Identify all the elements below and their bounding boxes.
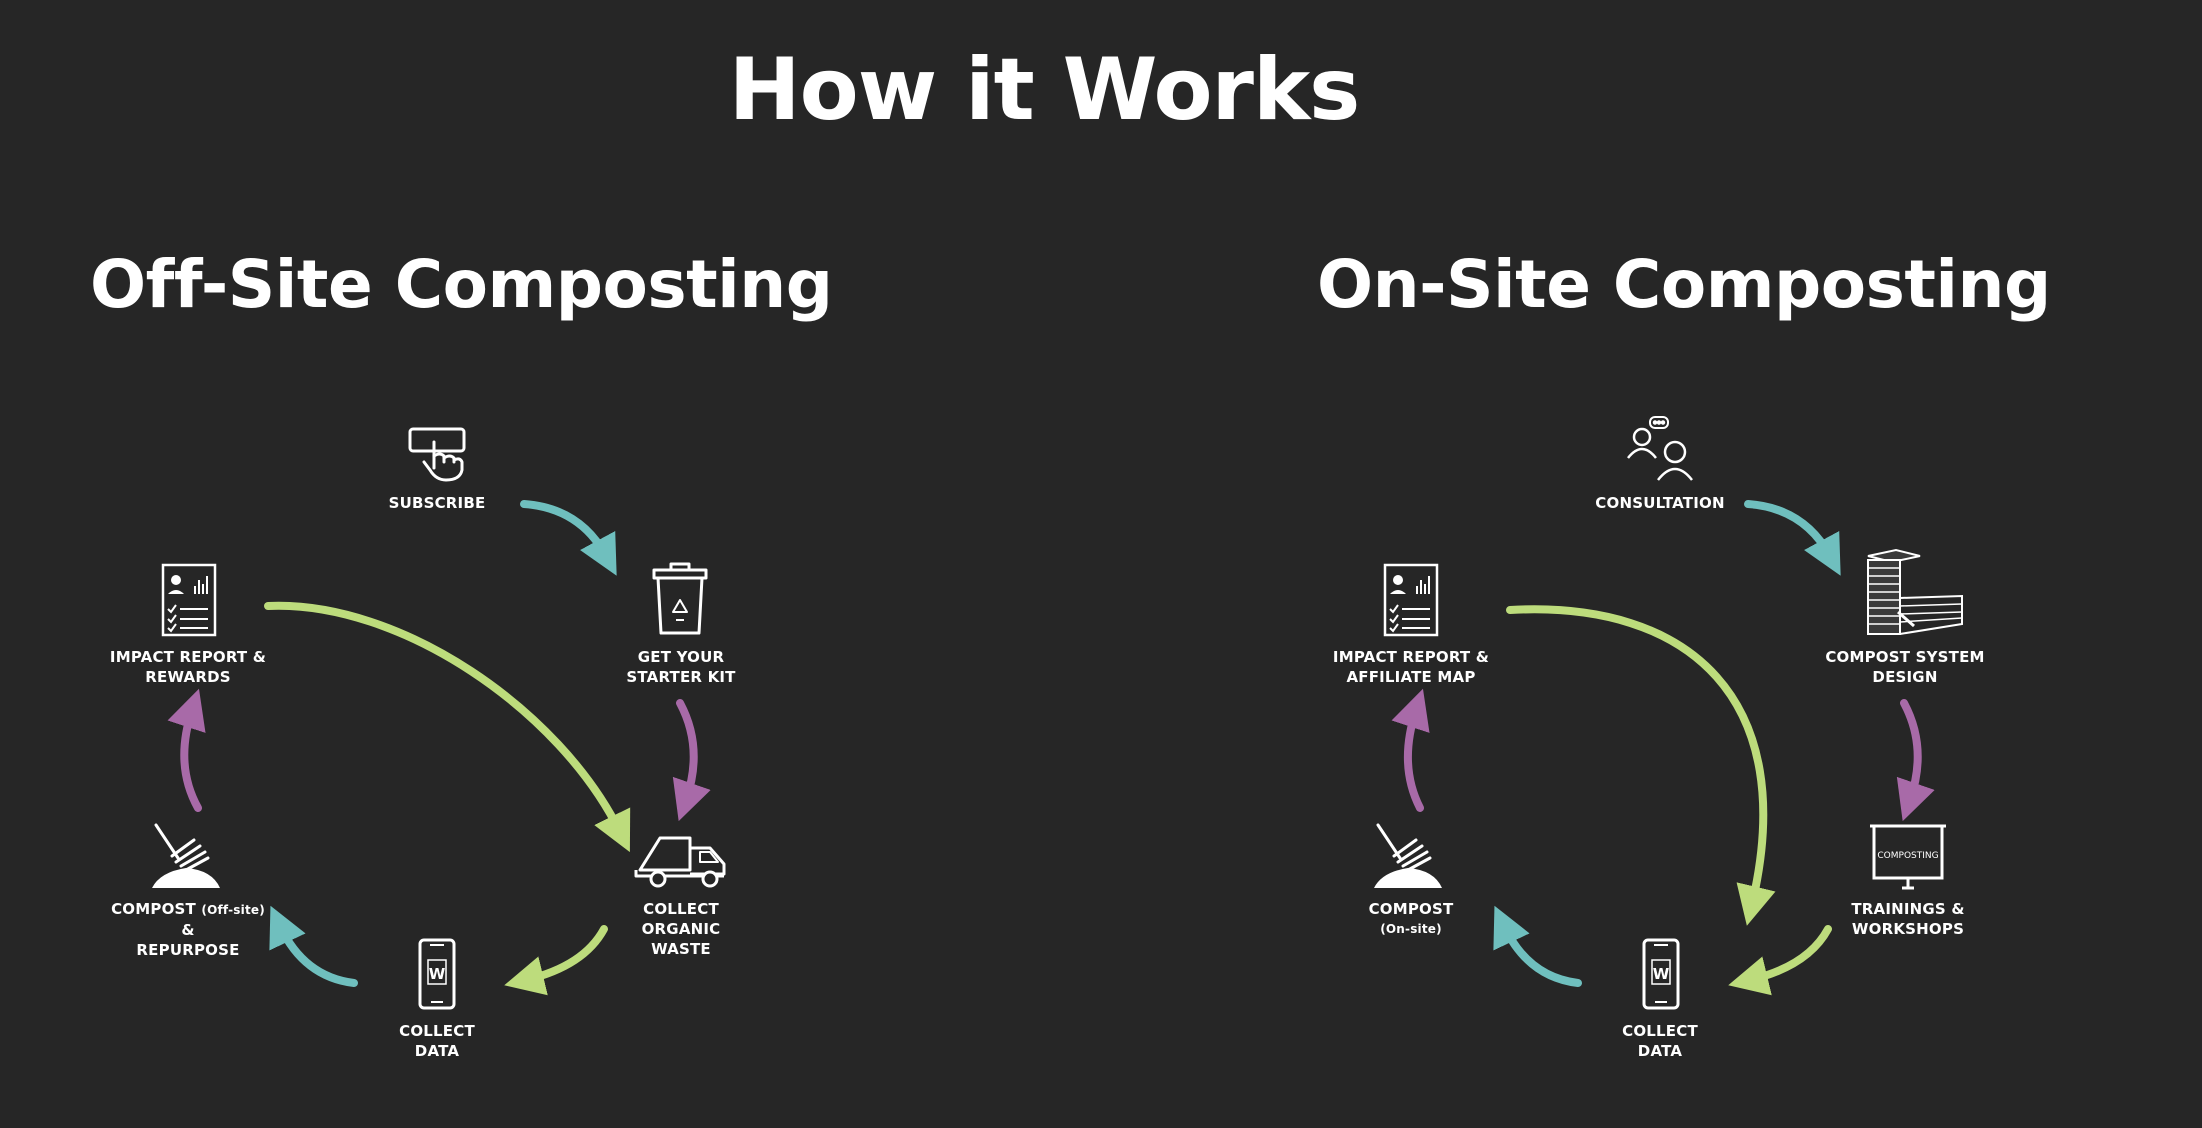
- onsite-arrow-impact-to-data: [1506, 605, 1776, 926]
- onsite-arrow-compost-to-impact: [1391, 688, 1430, 812]
- phone-logo: W: [1653, 965, 1670, 983]
- onsite-label-trainings: TRAININGS & WORKSHOPS: [1851, 900, 1965, 938]
- compost-fork-icon: [1374, 823, 1442, 888]
- truck-icon: [634, 836, 726, 888]
- offsite-label-compost: COMPOST (Off-site) & REPURPOSE: [111, 900, 265, 959]
- onsite-label-collect-data: COLLECT DATA: [1622, 1022, 1698, 1060]
- onsite-arrow-consult-to-design: [1744, 500, 1841, 576]
- onsite-label-consultation: CONSULTATION: [1595, 494, 1725, 512]
- onsite-label-impact: IMPACT REPORT & AFFILIATE MAP: [1332, 648, 1490, 686]
- offsite-label-impact: IMPACT REPORT & REWARDS: [109, 648, 267, 686]
- offsite-arrow-subscribe-to-kit: [520, 500, 617, 576]
- onsite-arrow-data-to-compost: [1493, 905, 1582, 987]
- report-icon: [161, 563, 217, 637]
- offsite-arrow-data-to-compost: [269, 905, 358, 987]
- offsite-label-collect-data: COLLECT DATA: [399, 1022, 475, 1060]
- hand-tap-icon: [408, 427, 466, 482]
- onsite-label-system-design: COMPOST SYSTEM DESIGN: [1825, 648, 1985, 686]
- offsite-arrow-impact-to-waste: [264, 601, 631, 853]
- offsite-label-starter-kit: GET YOUR STARTER KIT: [626, 648, 736, 686]
- presentation-screen-icon: COMPOSTING: [1870, 824, 1946, 890]
- screen-text: COMPOSTING: [1877, 851, 1938, 861]
- offsite-label-collect-waste: COLLECT ORGANIC WASTE: [641, 900, 721, 958]
- page-title: How it Works: [728, 40, 1361, 140]
- onsite-arrow-design-to-training: [1896, 699, 1935, 822]
- phone-icon: W: [1642, 938, 1680, 1010]
- recycle-bin-icon: [652, 562, 708, 635]
- people-chat-icon: [1627, 416, 1693, 481]
- offsite-label-subscribe: SUBSCRIBE: [388, 494, 486, 512]
- offsite-arrow-kit-to-waste: [672, 699, 711, 822]
- phone-logo: W: [429, 965, 446, 983]
- offsite-arrow-compost-to-impact: [167, 688, 206, 812]
- phone-icon: W: [418, 938, 456, 1010]
- offsite-title: Off-Site Composting: [90, 246, 833, 323]
- onsite-title: On-Site Composting: [1317, 246, 2051, 323]
- compost-fork-icon: [152, 823, 220, 888]
- offsite-arrow-waste-to-data: [504, 925, 608, 996]
- onsite-arrow-training-to-data: [1728, 925, 1832, 996]
- onsite-label-compost: COMPOST (On-site): [1368, 900, 1454, 936]
- report-icon: [1383, 563, 1439, 637]
- compost-bin-icon: [1867, 548, 1963, 635]
